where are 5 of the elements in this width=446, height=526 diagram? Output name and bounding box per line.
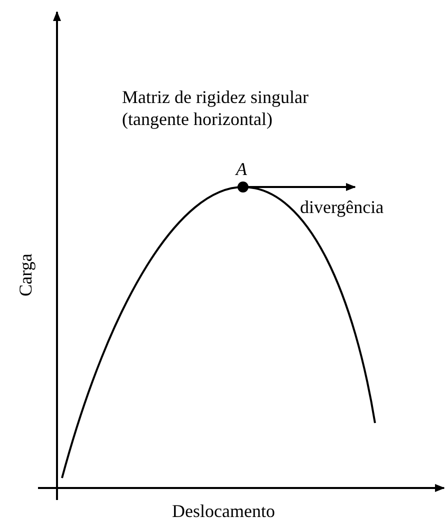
- annotation-label: divergência: [300, 196, 384, 218]
- axis-title: Deslocamento: [172, 500, 275, 522]
- point-label: A: [236, 158, 247, 180]
- axis-title: Carga: [14, 254, 36, 296]
- note-text: Matriz de rigidez singular (tangente horizontal): [122, 86, 310, 130]
